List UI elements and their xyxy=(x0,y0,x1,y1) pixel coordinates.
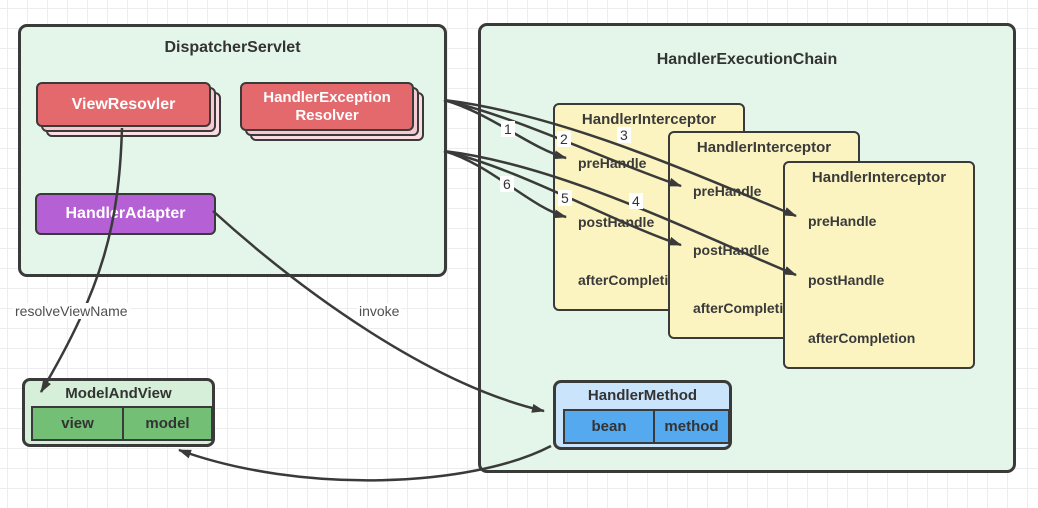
model-and-view-title: ModelAndView xyxy=(65,385,172,402)
step-number-label: 1 xyxy=(501,121,515,137)
prehandle-label: preHandle xyxy=(578,155,647,171)
interceptor-title: HandlerInterceptor xyxy=(696,139,832,156)
invoke-label: invoke xyxy=(357,303,402,319)
handler-adapter-label: HandlerAdapter xyxy=(65,205,186,222)
handler-method-box: HandlerMethod bean method xyxy=(553,380,732,450)
method-cell: method xyxy=(653,409,730,444)
step-number-label: 5 xyxy=(558,190,572,206)
bean-cell: bean xyxy=(563,409,655,444)
interceptor-title: HandlerInterceptor xyxy=(581,111,717,128)
step-number-label: 3 xyxy=(617,127,631,143)
view-resolver-label: ViewResovler xyxy=(36,82,211,127)
handler-interceptor-box-3: HandlerInterceptor preHandle postHandle … xyxy=(783,161,975,369)
interceptor-title: HandlerInterceptor xyxy=(811,169,947,186)
prehandle-label: preHandle xyxy=(808,213,877,229)
posthandle-label: postHandle xyxy=(578,214,655,230)
dispatcher-servlet-title: DispatcherServlet xyxy=(164,39,301,56)
handler-adapter-box: HandlerAdapter xyxy=(35,193,216,235)
handler-exception-resolver-label: HandlerException Resolver xyxy=(240,82,414,131)
model-cell: model xyxy=(122,406,213,441)
handler-execution-chain-container: HandlerExecutionChain HandlerInterceptor… xyxy=(478,23,1016,473)
step-number-label: 4 xyxy=(629,193,643,209)
model-and-view-cells: view model xyxy=(31,406,213,441)
aftercompletion-label: afterCompletion xyxy=(693,300,801,316)
aftercompletion-label: afterCompletion xyxy=(808,330,916,346)
posthandle-label: postHandle xyxy=(693,242,770,258)
step-number-label: 6 xyxy=(500,176,514,192)
step-number-label: 2 xyxy=(557,131,571,147)
view-cell: view xyxy=(31,406,124,441)
resolve-view-name-label: resolveViewName xyxy=(13,303,130,319)
posthandle-label: postHandle xyxy=(808,272,885,288)
dispatcher-servlet-container: DispatcherServlet ViewResovler HandlerEx… xyxy=(18,24,447,277)
model-and-view-box: ModelAndView view model xyxy=(22,378,215,447)
handler-execution-chain-title: HandlerExecutionChain xyxy=(656,51,838,68)
handler-method-title: HandlerMethod xyxy=(587,387,698,404)
prehandle-label: preHandle xyxy=(693,183,762,199)
view-resolver-box: ViewResovler xyxy=(36,82,221,137)
handler-method-cells: bean method xyxy=(563,409,730,444)
handler-exception-resolver-box: HandlerException Resolver xyxy=(240,82,424,141)
